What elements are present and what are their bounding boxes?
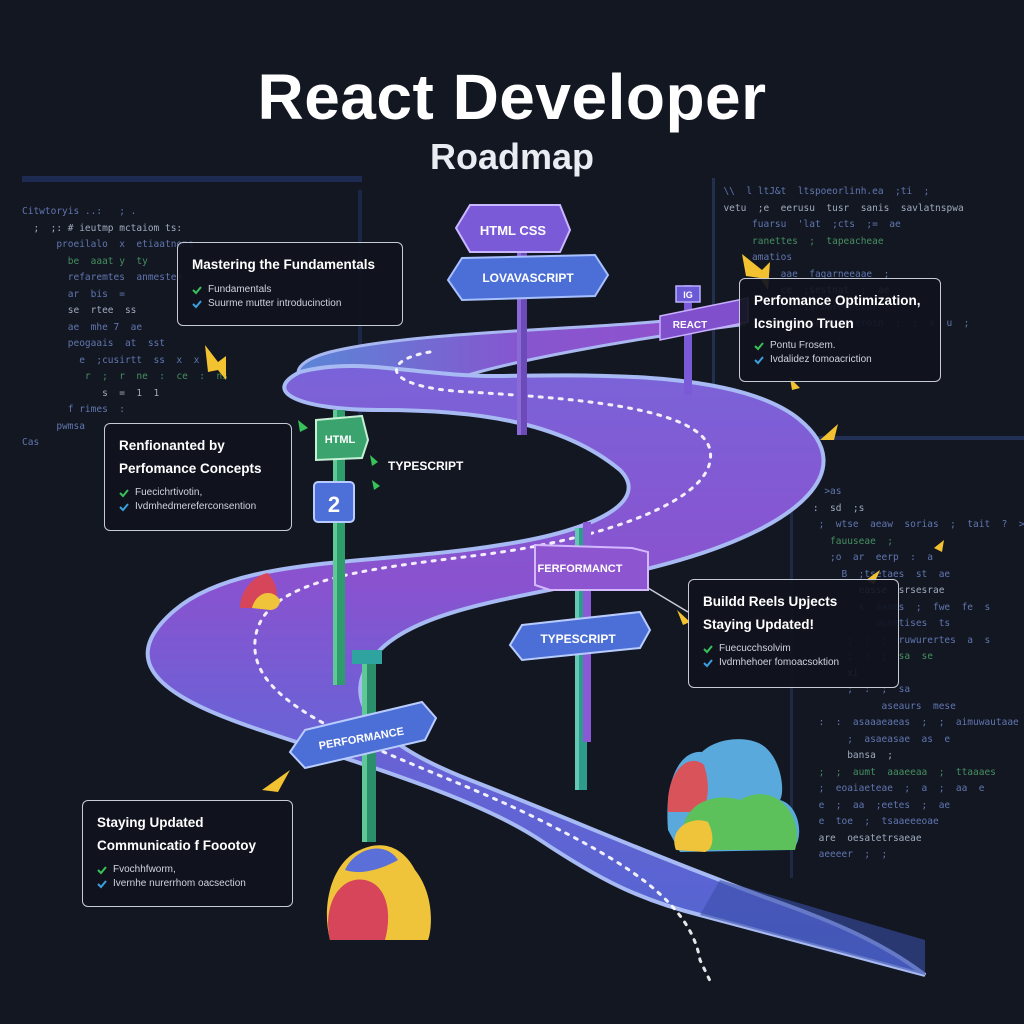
- code-line: e toe ; tsaaeeeoae: [790, 816, 939, 827]
- card-title: Staying Updated: [97, 815, 204, 830]
- code-line: se rtee ss: [22, 305, 137, 316]
- check-icon: [192, 300, 202, 309]
- code-line: ;o ar eerp : a: [790, 552, 933, 563]
- card-item: Pontu Frosem.: [770, 340, 836, 351]
- card-title: Renfionanted by: [119, 438, 225, 453]
- code-panel-left: Citwtoryis ..: ; . ; ;: # ieutmp mctaiom…: [22, 176, 362, 452]
- card-item: Suurme mutter introducinction: [208, 298, 342, 309]
- bush-icon: [240, 573, 280, 610]
- signpost-green: HTML 2 TYPESCRIPT: [313, 410, 464, 685]
- sign-mini-label: IG: [683, 290, 693, 300]
- code-line: bansa ;: [790, 750, 893, 761]
- check-icon: [703, 645, 713, 654]
- check-icon: [119, 489, 129, 498]
- code-line: pwmsa: [22, 420, 85, 432]
- code-line: Cas: [22, 437, 40, 448]
- milestone-card-fundamentals: Mastering the Fundamentals Fundamentals …: [177, 242, 403, 326]
- code-line: aeeeer ; ;: [790, 849, 888, 860]
- check-icon: [119, 503, 129, 512]
- code-lines: Citwtoryis ..: ; . ; ;: # ieutmp mctaiom…: [22, 182, 362, 452]
- card-item: Ivdmhedmereferconsention: [135, 501, 257, 512]
- code-line: ae mhe 7 ae: [22, 321, 143, 333]
- check-icon: [192, 286, 202, 295]
- milestone-card-performance-concepts: Renfionanted by Perfomance Concepts Fuec…: [104, 423, 292, 531]
- road-center-line: [253, 350, 714, 987]
- code-line: \\ l ltJ&t ltspoeorlinh.ea ;ti ;: [712, 186, 930, 197]
- code-line: ; wtse aeaw sorias ; tait ? >: [790, 519, 1024, 530]
- code-line: vetu ;e eerusu tusr sanis savlatnspwa: [712, 202, 964, 214]
- sign-number-label: 2: [328, 492, 340, 517]
- sign-html-label: HTML: [325, 434, 356, 446]
- code-line: e ; aa ;eetes ; ae: [790, 799, 951, 811]
- code-line: fauuseae ;: [790, 535, 893, 547]
- code-line: e ;cusirtt ss x x: [22, 354, 200, 366]
- check-icon: [97, 866, 107, 875]
- card-title: Buildd Reels Upjects: [703, 594, 838, 609]
- road-main: [145, 363, 927, 977]
- milestone-card-performance-optimization: Perfomance Optimization, Icsingino Truen…: [739, 278, 941, 382]
- card-title: Staying Updated!: [703, 617, 815, 632]
- sign-typescript-mid-label: TYPESCRIPT: [540, 632, 616, 646]
- page-title: React Developer: [257, 61, 767, 133]
- card-item: Fuecichrtivotin,: [135, 487, 203, 498]
- card-title: Perfomance Concepts: [119, 461, 262, 476]
- sign-performance-box-label: FERFORMANCT: [538, 563, 623, 575]
- code-line: refaremtes anmesten: [22, 272, 183, 283]
- check-icon: [754, 342, 764, 351]
- sign-html-css-label: HTML CSS: [480, 223, 547, 238]
- sign-react-label: REACT: [673, 320, 707, 331]
- card-title: Mastering the Fundamentals: [192, 257, 376, 272]
- code-line: : sd ;s: [790, 502, 865, 514]
- code-line: be aaat y ty: [22, 255, 148, 267]
- milestone-card-staying-updated: Staying Updated Communicatio f Foootoy F…: [82, 800, 293, 907]
- signpost-top: HTML CSS LOVAVASCRIPT: [446, 204, 610, 435]
- code-line: uusetises ts: [875, 618, 951, 629]
- code-line: aae fagarneeaae ;: [712, 268, 890, 280]
- check-icon: [754, 356, 764, 365]
- code-line: fuarsu 'lat ;cts ;= ae: [712, 219, 901, 230]
- spark-icon: [298, 420, 380, 490]
- code-line: Citwtoryis ..: ; .: [22, 206, 137, 217]
- card-title: Icsingino Truen: [754, 316, 854, 331]
- code-line: r ; r ne : ce : ns: [22, 371, 228, 382]
- signpost-middle: FERFORMANCT TYPESCRIPT: [508, 522, 652, 790]
- code-line: are oesatetrsaeae: [790, 832, 922, 844]
- milestone-card-real-projects: Buildd Reels Upjects Staying Updated! Fu…: [688, 579, 899, 688]
- card-item: Ivdmhehoer fomoacsoktion: [719, 657, 840, 668]
- card-title: Communicatio f Foootoy: [97, 838, 256, 853]
- code-line: ; ;: # ieutmp mctaiom ts:: [22, 222, 183, 234]
- card-item: Fundamentals: [208, 284, 272, 295]
- code-line: proeilalo x etiaatnons: [22, 239, 194, 250]
- code-line: aseaurs mese: [790, 700, 956, 712]
- card-item: Fuecucchsolvim: [719, 643, 791, 654]
- code-line: peogaais at sst: [22, 338, 165, 349]
- code-line: ; eoaiaeteae ; a ; aa e: [790, 783, 985, 794]
- code-line: ; asaeasae as e: [790, 733, 951, 745]
- spark-icon: [205, 254, 944, 792]
- signpost-low: PERFORMANCE: [288, 650, 438, 842]
- bush-icon: [667, 739, 800, 852]
- card-item: Ivernhe nurerrhom oacsection: [113, 878, 246, 889]
- code-line: : : asaaaeaeas ; ; aimuwautaae: [790, 717, 1019, 728]
- code-line: ; ; aumt aaaeeaa ; ttaaaes: [790, 766, 996, 778]
- code-line: amatios: [712, 252, 793, 263]
- check-icon: [97, 880, 107, 889]
- page-subtitle: Roadmap: [429, 136, 595, 177]
- code-line: ranettes ; tapeacheae: [712, 235, 884, 247]
- check-icon: [703, 659, 713, 668]
- card-title: Perfomance Optimization,: [754, 293, 921, 308]
- card-item: Fvochhfworm,: [113, 864, 176, 875]
- code-line: s = 1 1: [22, 387, 160, 399]
- card-item: Ivdalidez fomoacriction: [770, 354, 872, 365]
- code-line: ; : ; sa: [790, 684, 911, 695]
- bush-icon: [326, 845, 431, 940]
- code-line: f rimes :: [22, 404, 125, 415]
- code-line: B ;tsetaes st ae: [790, 568, 951, 580]
- code-line: ar bis =: [22, 288, 125, 300]
- sign-javascript-label: LOVAVASCRIPT: [482, 271, 574, 285]
- sign-typescript-left-label: TYPESCRIPT: [388, 459, 464, 473]
- card-connector: [647, 587, 689, 613]
